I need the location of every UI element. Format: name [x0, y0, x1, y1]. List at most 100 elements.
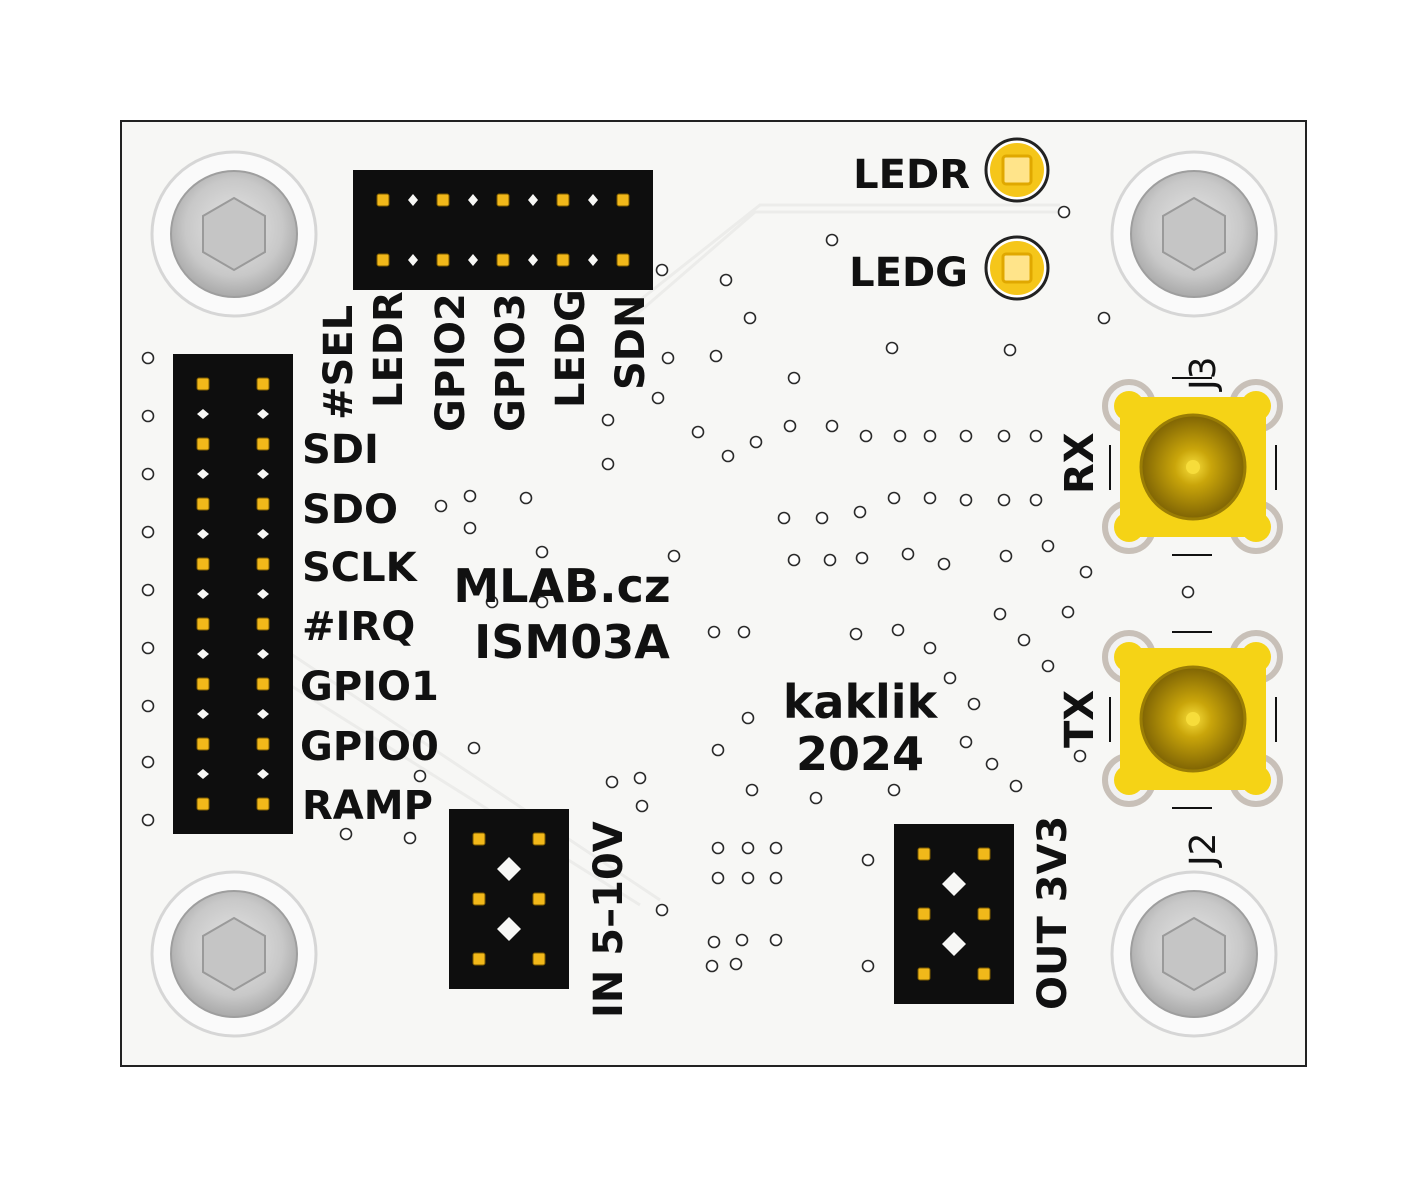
- via: [463, 489, 477, 503]
- via: [783, 419, 797, 433]
- via: [741, 711, 755, 725]
- via: [141, 467, 155, 481]
- led-red: [984, 137, 1050, 203]
- via: [885, 341, 899, 355]
- sma-connector-rx: [1102, 377, 1283, 556]
- via: [923, 491, 937, 505]
- via: [923, 641, 937, 655]
- via: [729, 957, 743, 971]
- header-pin-pad: [436, 253, 450, 267]
- side-label-gpio0: GPIO0: [300, 724, 439, 770]
- via: [901, 547, 915, 561]
- header-notch: [257, 649, 269, 659]
- via: [815, 511, 829, 525]
- via: [787, 371, 801, 385]
- led-green: [984, 235, 1050, 301]
- via: [853, 505, 867, 519]
- header-pin-pad: [376, 193, 390, 207]
- side-pin-header: [173, 354, 293, 834]
- header-pin-pad: [977, 847, 991, 861]
- header-pin-pad: [256, 677, 270, 691]
- header-pin-pad: [256, 437, 270, 451]
- header-pin-pad: [917, 847, 931, 861]
- header-notch: [197, 589, 209, 599]
- header-pin-pad: [917, 907, 931, 921]
- header-pin-pad: [256, 377, 270, 391]
- header-notch: [257, 589, 269, 599]
- header-pin-pad: [196, 437, 210, 451]
- via: [707, 935, 721, 949]
- header-pin-pad: [196, 617, 210, 631]
- via: [1017, 633, 1031, 647]
- via: [711, 743, 725, 757]
- header-pin-pad: [472, 952, 486, 966]
- via: [535, 595, 549, 609]
- via: [1057, 205, 1071, 219]
- via: [741, 841, 755, 855]
- header-pin-pad: [256, 617, 270, 631]
- via: [1029, 493, 1043, 507]
- header-pin-pad: [616, 253, 630, 267]
- header-pin-pad: [472, 832, 486, 846]
- via: [855, 551, 869, 565]
- via: [959, 493, 973, 507]
- logo-line-1: MLAB.cz: [453, 559, 670, 613]
- header-notch: [197, 709, 209, 719]
- mounting-screw-bottom-right: [1110, 870, 1278, 1038]
- header-body: [173, 354, 293, 834]
- j2-ref-label: J2: [1183, 832, 1224, 868]
- power-in-header: [449, 809, 569, 989]
- header-body: [353, 170, 653, 290]
- via: [741, 871, 755, 885]
- via: [1041, 539, 1055, 553]
- via: [1097, 311, 1111, 325]
- top-label-gpio2: GPIO2: [428, 293, 474, 432]
- via: [993, 607, 1007, 621]
- side-label-ramp: RAMP: [302, 783, 433, 829]
- via: [777, 511, 791, 525]
- via: [861, 853, 875, 867]
- side-label-irq: #IRQ: [302, 604, 415, 650]
- via: [339, 827, 353, 841]
- via: [141, 525, 155, 539]
- power-out-header: [894, 824, 1014, 1004]
- via: [667, 549, 681, 563]
- side-label-gpio1: GPIO1: [300, 664, 439, 710]
- via: [605, 775, 619, 789]
- mounting-screw-top-left: [150, 150, 318, 318]
- via: [141, 813, 155, 827]
- header-pin-pad: [436, 193, 450, 207]
- header-notch: [257, 709, 269, 719]
- header-notch: [197, 529, 209, 539]
- via: [705, 959, 719, 973]
- via: [999, 549, 1013, 563]
- via: [1079, 565, 1093, 579]
- year-label: 2024: [796, 727, 924, 781]
- header-notch: [257, 469, 269, 479]
- power-out-label: OUT 3V3: [1030, 816, 1076, 1010]
- via: [923, 429, 937, 443]
- header-pin-pad: [196, 797, 210, 811]
- side-label-sdo: SDO: [302, 487, 398, 533]
- header-pin-pad: [917, 967, 931, 981]
- via: [141, 351, 155, 365]
- via: [721, 449, 735, 463]
- via: [711, 841, 725, 855]
- via: [887, 783, 901, 797]
- header-notch: [197, 469, 209, 479]
- via-group: [141, 205, 1195, 973]
- via: [141, 409, 155, 423]
- via: [1009, 779, 1023, 793]
- header-notch: [257, 769, 269, 779]
- header-pin-pad: [196, 377, 210, 391]
- side-label-sdi: SDI: [302, 427, 379, 473]
- via: [651, 391, 665, 405]
- top-label-ledr: LEDR: [366, 291, 412, 408]
- header-pin-pad: [256, 797, 270, 811]
- header-notch: [408, 254, 418, 266]
- via: [601, 413, 615, 427]
- header-notch: [588, 194, 598, 206]
- via: [849, 627, 863, 641]
- led-red-label: LEDR: [853, 152, 970, 198]
